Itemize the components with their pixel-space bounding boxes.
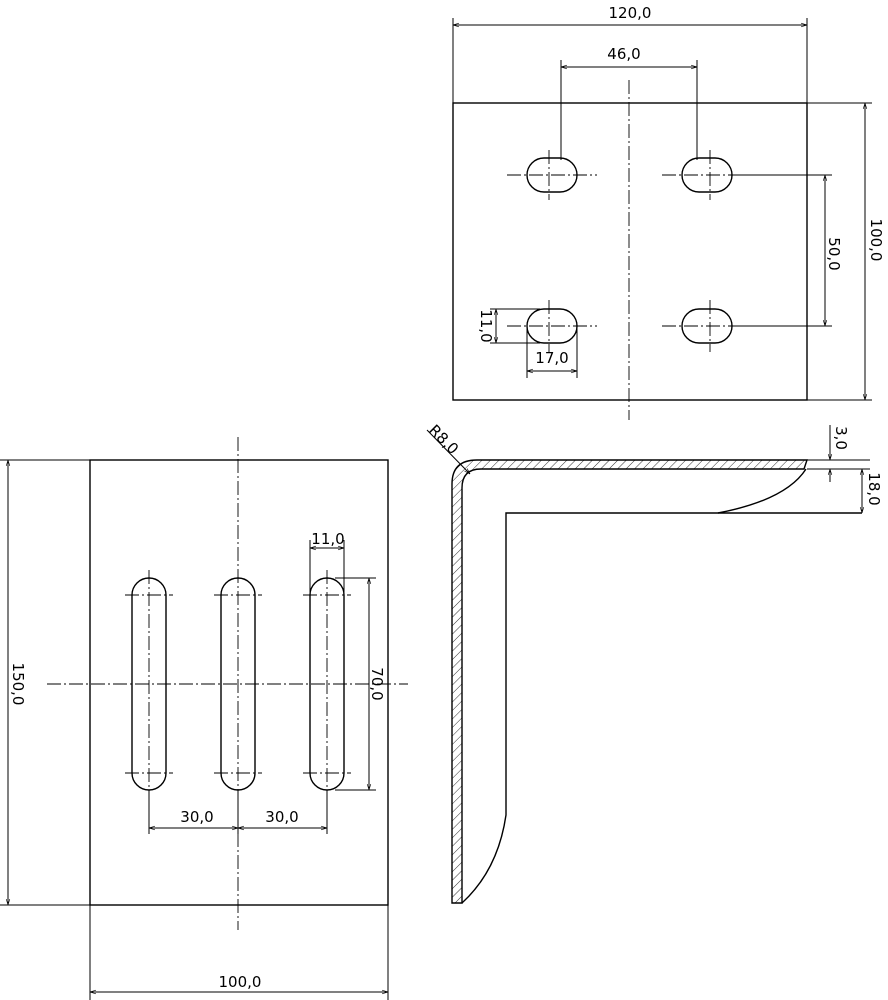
dim-front-height: 150,0 <box>0 459 90 906</box>
dim-top-slot-height-label: 11,0 <box>477 309 495 342</box>
dim-front-spacing-right-label: 30,0 <box>265 808 298 826</box>
dim-front-height-label: 150,0 <box>9 663 27 706</box>
dim-front-slot-width: 11,0 <box>309 530 345 595</box>
dim-top-vertical-spacing-label: 50,0 <box>825 237 843 270</box>
section-rib-horizontal <box>717 468 807 514</box>
dim-top-height-label: 100,0 <box>867 219 885 262</box>
dim-top-hole-spacing-label: 46,0 <box>607 45 640 63</box>
dim-section-radius-label: R8,0 <box>425 421 462 458</box>
dim-top-hole-spacing: 46,0 <box>560 45 698 160</box>
top-view: 120,0 46,0 100,0 50,0 11,0 <box>452 4 885 420</box>
dim-top-slot-height: 11,0 <box>477 308 540 344</box>
section-profile <box>451 459 808 904</box>
dim-front-spacing-left-label: 30,0 <box>180 808 213 826</box>
front-view: 11,0 70,0 150,0 30,0 30,0 <box>0 437 408 1000</box>
dim-top-vertical-spacing: 50,0 <box>740 174 843 327</box>
dim-front-slot-spacing: 30,0 30,0 <box>148 790 328 834</box>
dim-top-height: 100,0 <box>807 102 885 401</box>
front-plate-outline <box>89 459 389 906</box>
dim-front-width: 100,0 <box>89 905 389 1000</box>
section-view: R8,0 3,0 18,0 <box>425 421 883 904</box>
dim-section-rib: 18,0 <box>862 469 883 513</box>
dim-front-slot-width-label: 11,0 <box>311 530 344 548</box>
dim-top-width: 120,0 <box>452 4 808 103</box>
dim-front-width-label: 100,0 <box>219 973 262 991</box>
section-rib-vertical <box>461 512 862 904</box>
dim-section-rib-label: 18,0 <box>865 472 883 505</box>
dim-top-slot-width: 17,0 <box>526 326 578 378</box>
dim-front-slot-length: 70,0 <box>335 577 386 791</box>
dim-top-width-label: 120,0 <box>609 4 652 22</box>
dim-section-thickness-label: 3,0 <box>832 426 850 450</box>
dim-front-slot-length-label: 70,0 <box>368 667 386 700</box>
dim-top-slot-width-label: 17,0 <box>535 349 568 367</box>
top-plate-outline <box>452 102 808 401</box>
dim-section-thickness: 3,0 <box>807 425 870 482</box>
